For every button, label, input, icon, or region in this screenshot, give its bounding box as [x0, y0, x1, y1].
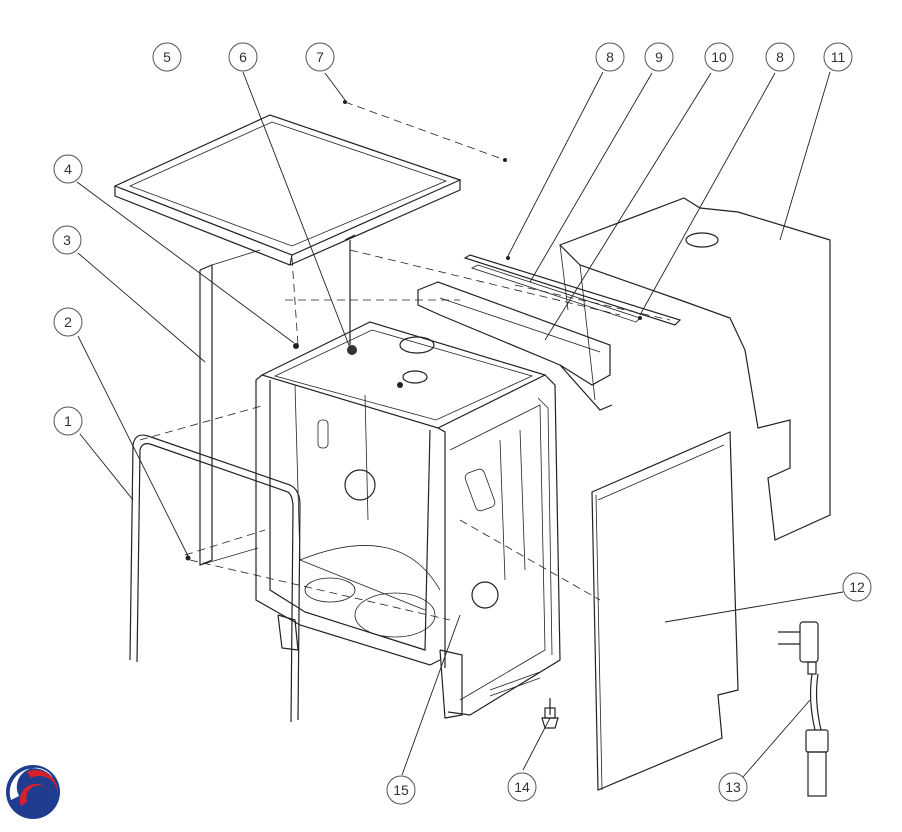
- callout-label: 4: [64, 161, 72, 177]
- callout-label: 11: [831, 49, 846, 65]
- callout-8a: 8: [595, 42, 625, 72]
- callout-label: 15: [393, 782, 409, 798]
- screws: [185, 100, 642, 561]
- callout-6: 6: [228, 42, 258, 72]
- callout-label: 10: [711, 49, 727, 65]
- part-rear-rail: [463, 254, 682, 326]
- part-top-rail: [417, 281, 613, 411]
- callout-8b: 8: [765, 42, 795, 72]
- part-side-panel: [591, 431, 739, 791]
- callout-5: 5: [152, 42, 182, 72]
- callout-label: 9: [655, 49, 663, 65]
- part-door-seal: [129, 434, 301, 723]
- part-top-plate: [113, 114, 462, 266]
- part-insulation-cover: [558, 197, 831, 541]
- callout-label: 3: [63, 232, 71, 248]
- callout-11: 11: [823, 42, 853, 72]
- callout-13: 13: [718, 772, 748, 802]
- callout-label: 8: [776, 49, 784, 65]
- callout-14: 14: [507, 772, 537, 802]
- callout-1: 1: [53, 406, 83, 436]
- leader-lines: [76, 71, 844, 778]
- callout-label: 12: [849, 579, 865, 595]
- part-side-strip: [199, 234, 356, 566]
- part-power-cord: [778, 621, 829, 797]
- callout-label: 6: [239, 49, 247, 65]
- callout-label: 14: [514, 779, 530, 795]
- callout-15: 15: [386, 775, 416, 805]
- callout-label: 5: [163, 49, 171, 65]
- callout-label: 13: [725, 779, 741, 795]
- callout-label: 8: [606, 49, 614, 65]
- callout-2: 2: [53, 307, 83, 337]
- callout-label: 7: [316, 49, 324, 65]
- callout-10: 10: [704, 42, 734, 72]
- callout-4: 4: [53, 154, 83, 184]
- callout-7: 7: [305, 42, 335, 72]
- brand-logo: [6, 765, 60, 819]
- callout-12: 12: [842, 572, 872, 602]
- callout-label: 2: [64, 314, 72, 330]
- callout-3: 3: [52, 225, 82, 255]
- part-adjustable-foot: [541, 698, 559, 729]
- part-tub-body: [255, 321, 561, 719]
- callout-9: 9: [644, 42, 674, 72]
- callout-label: 1: [64, 413, 72, 429]
